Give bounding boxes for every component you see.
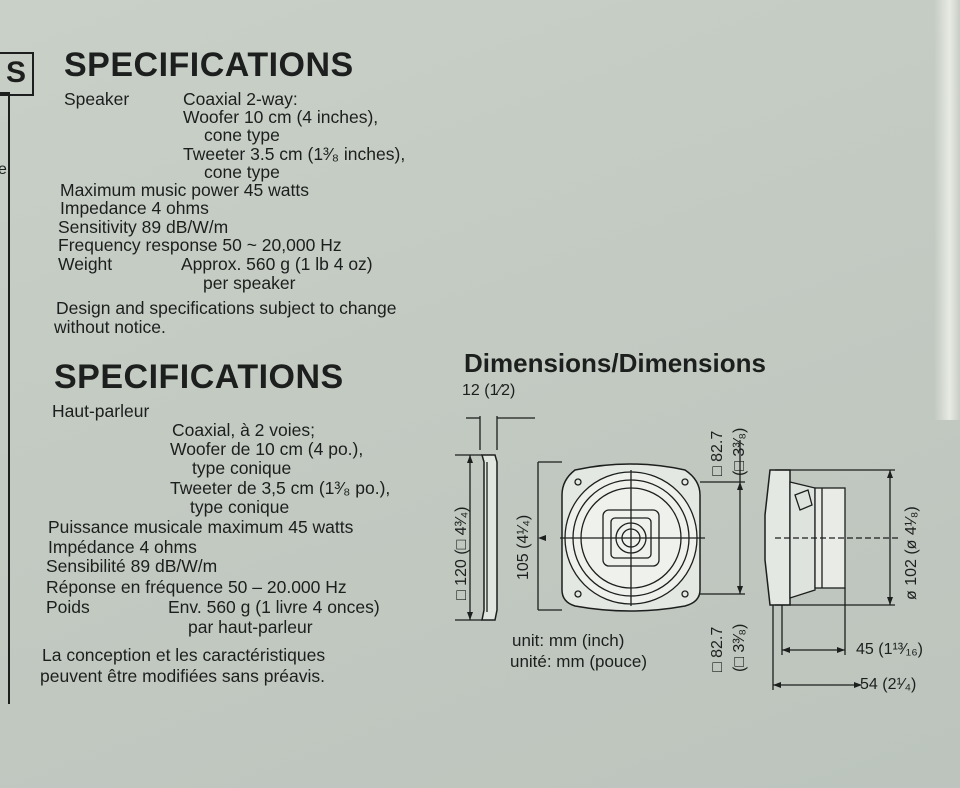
dim-depth-54: 54 (2¹⁄₄) xyxy=(860,676,917,693)
dim-square-top-in: (□ 3³⁄₈) xyxy=(731,428,748,476)
fr-power: Puissance musicale maximum 45 watts xyxy=(48,517,354,537)
en-weight-value: Approx. 560 g (1 lb 4 oz) xyxy=(181,254,373,274)
fr-notice-line1: La conception et les caractéristiques xyxy=(42,645,326,665)
fr-notice-line2: peuvent être modifiées sans préavis. xyxy=(40,666,326,686)
fr-heading: SPECIFICATIONS xyxy=(54,358,344,396)
fr-speaker-type: Coaxial, à 2 voies; xyxy=(172,420,315,440)
dim-front-height: 105 (4¹⁄₄) xyxy=(515,515,532,580)
dim-square-top: □ 82.7 xyxy=(709,431,726,476)
left-text-fragment: e xyxy=(0,161,7,178)
dim-square-bottom: □ 82.7 xyxy=(709,627,726,672)
dim-diameter: ø 102 (ø 4¹⁄₈) xyxy=(903,506,920,600)
left-divider-top xyxy=(0,92,10,94)
dim-depth-top: 12 (1⁄2) xyxy=(462,382,516,399)
left-tab-letter: S xyxy=(5,56,26,89)
fr-woofer: Woofer de 10 cm (4 po.), xyxy=(170,439,364,459)
en-speaker-type: Coaxial 2-way: xyxy=(183,89,298,109)
side-profile-view xyxy=(455,416,535,621)
en-tweeter: Tweeter 3.5 cm (1³⁄₈ inches), xyxy=(183,144,406,164)
en-sensitivity: Sensitivity 89 dB/W/m xyxy=(58,217,229,237)
fr-tweeter: Tweeter de 3,5 cm (1³⁄₈ po.), xyxy=(170,478,391,498)
side-depth-view xyxy=(764,469,900,690)
fr-impedance: Impédance 4 ohms xyxy=(48,537,197,557)
fr-frequency: Réponse en fréquence 50 – 20.000 Hz xyxy=(46,577,347,597)
dim-square-bottom-in: (□ 3³⁄₈) xyxy=(731,624,748,672)
paper-edge xyxy=(934,0,960,420)
en-tweeter-type: cone type xyxy=(204,162,280,182)
dim-side-height: □ 120 (□ 4³⁄₄) xyxy=(453,507,470,600)
en-notice-line2: without notice. xyxy=(54,317,166,337)
en-notice-line1: Design and specifications subject to cha… xyxy=(56,298,397,318)
dimension-arrows xyxy=(467,455,893,688)
en-woofer: Woofer 10 cm (4 inches), xyxy=(183,107,379,127)
en-woofer-type: cone type xyxy=(204,125,280,145)
en-power: Maximum music power 45 watts xyxy=(60,180,309,200)
en-speaker-label: Speaker xyxy=(64,89,130,109)
en-heading: SPECIFICATIONS xyxy=(64,46,354,84)
unit-en: unit: mm (inch) xyxy=(512,631,625,650)
front-view xyxy=(537,440,745,612)
left-divider-line xyxy=(8,92,10,704)
dim-depth-45: 45 (1¹³⁄₁₆) xyxy=(856,641,923,658)
en-frequency: Frequency response 50 ~ 20,000 Hz xyxy=(58,235,342,255)
fr-speaker-label: Haut-parleur xyxy=(52,401,150,421)
fr-sensitivity: Sensibilité 89 dB/W/m xyxy=(46,556,218,576)
dimensions-title: Dimensions/Dimensions xyxy=(464,348,766,378)
unit-fr: unité: mm (pouce) xyxy=(510,652,647,671)
en-weight-label: Weight xyxy=(58,254,113,274)
fr-weight-unit: par haut-parleur xyxy=(188,617,313,637)
fr-tweeter-type: type conique xyxy=(190,497,290,517)
fr-weight-label: Poids xyxy=(46,597,90,617)
fr-weight-value: Env. 560 g (1 livre 4 onces) xyxy=(168,597,380,617)
en-impedance: Impedance 4 ohms xyxy=(60,198,209,218)
left-tab-box: S xyxy=(0,52,34,96)
en-weight-unit: per speaker xyxy=(203,273,296,293)
fr-woofer-type: type conique xyxy=(192,458,292,478)
